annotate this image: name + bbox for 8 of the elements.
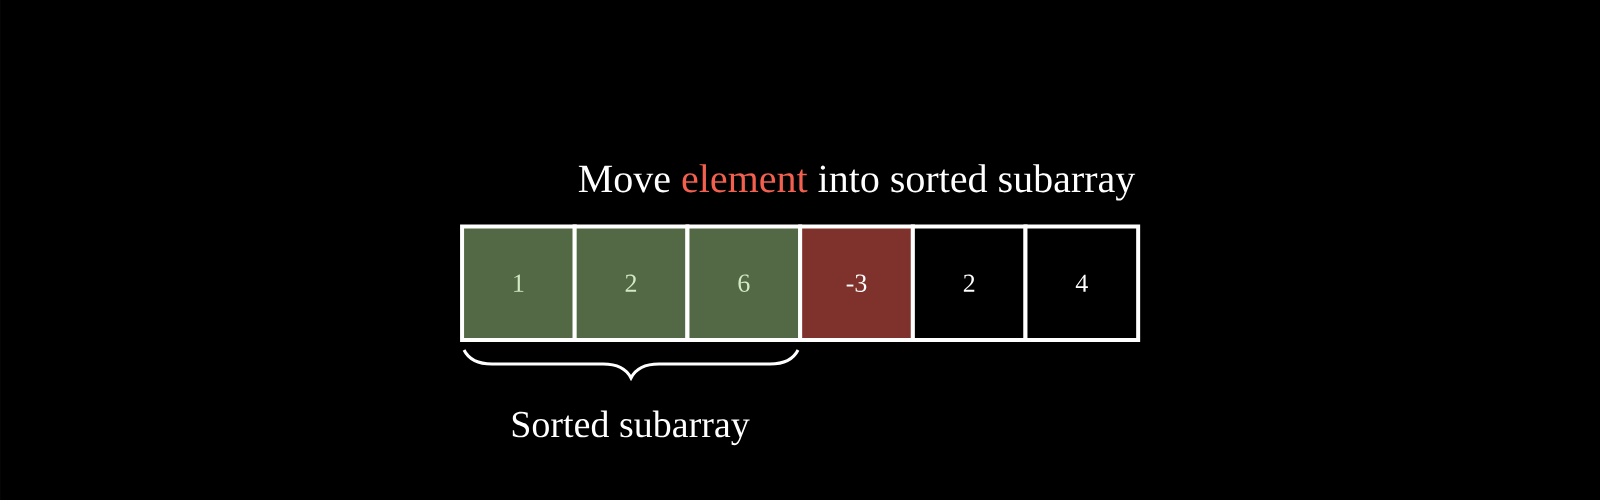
array-cell: 2 [910,224,1028,342]
array-cell: 4 [1023,224,1141,342]
title: Move element into sorted subarray [578,164,1136,201]
array-cell: -3 [798,224,915,342]
array-cell: 6 [685,224,803,342]
array-cell: 1 [460,224,577,342]
brace-label: Sorted subarray [512,410,750,446]
array-cell: 2 [572,224,690,342]
